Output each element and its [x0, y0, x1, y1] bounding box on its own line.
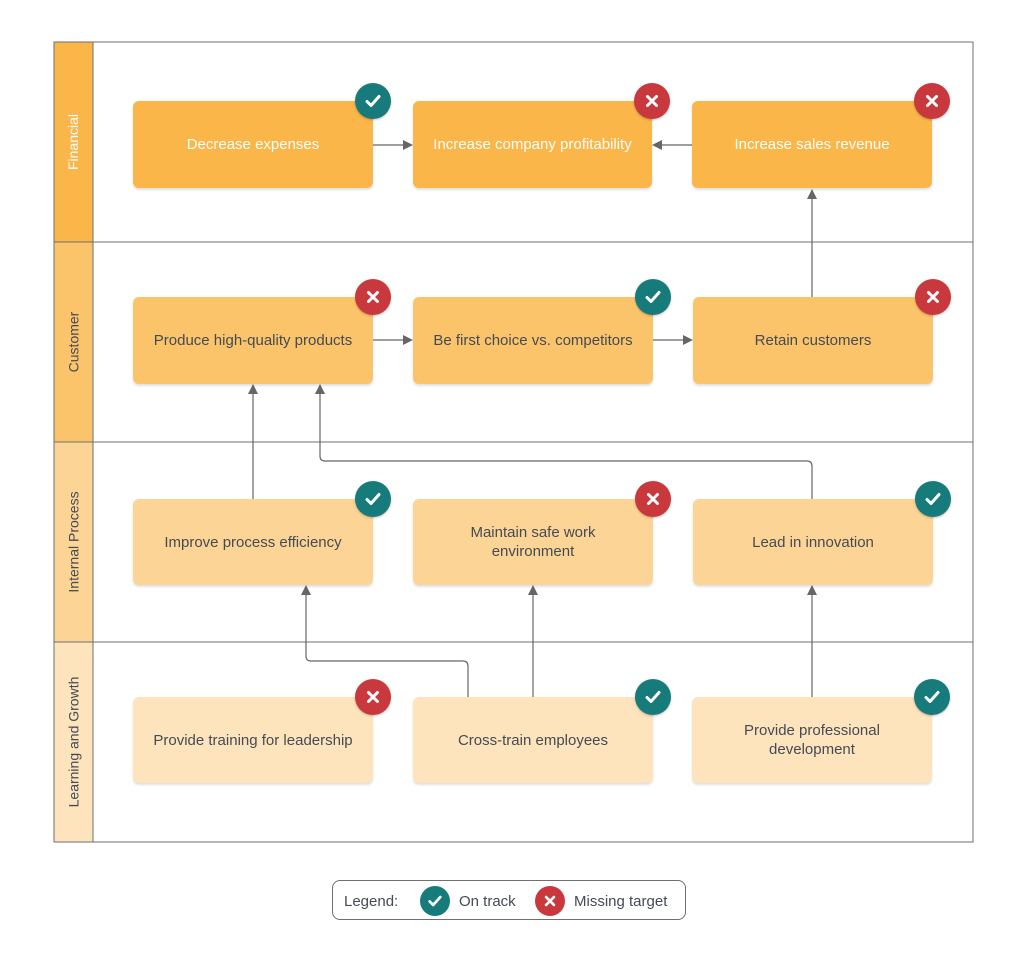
status-missing-target-badge — [634, 83, 670, 119]
objective-be-first-choice[interactable]: Be first choice vs. competitors — [413, 297, 653, 384]
lane-label-customer: Customer — [65, 311, 82, 373]
status-on-track-badge — [914, 679, 950, 715]
check-icon — [365, 493, 381, 505]
status-on-track-badge — [635, 279, 671, 315]
status-missing-target-badge — [635, 481, 671, 517]
objective-provide-training-for-leadership[interactable]: Provide training for leadership — [133, 697, 373, 783]
x-icon — [544, 895, 556, 907]
connector-innovation-to-quality — [315, 384, 813, 499]
objective-retain-customers[interactable]: Retain customers — [693, 297, 933, 384]
x-icon — [926, 95, 938, 107]
check-icon — [365, 95, 381, 107]
legend: Legend: On track Missing target — [332, 880, 686, 920]
x-icon — [927, 291, 939, 303]
x-icon — [367, 291, 379, 303]
lane-label-learning-and-growth: Learning and Growth — [65, 676, 82, 808]
objective-improve-process-efficiency[interactable]: Improve process efficiency — [133, 499, 373, 585]
check-icon — [645, 691, 661, 703]
legend-on-track-label: On track — [459, 892, 516, 910]
objective-increase-company-profitability[interactable]: Increase company profitability — [413, 101, 652, 188]
lane-label-financial-wrap: Financial — [54, 42, 93, 242]
x-icon — [367, 691, 379, 703]
legend-title-item: Legend: — [344, 881, 398, 921]
status-on-track-badge — [635, 679, 671, 715]
lane-header-financial — [54, 42, 93, 242]
status-missing-target-badge — [915, 279, 951, 315]
objective-lead-in-innovation[interactable]: Lead in innovation — [693, 499, 933, 585]
check-icon — [428, 895, 442, 907]
legend-on-track: On track — [420, 881, 516, 921]
lane-label-financial: Financial — [65, 113, 82, 171]
lane-label-learning-wrap: Learning and Growth — [54, 642, 93, 842]
objective-maintain-safe-work-environment[interactable]: Maintain safe work environment — [413, 499, 653, 585]
lane-label-internal-wrap: Internal Process — [54, 442, 93, 642]
lane-header-customer — [54, 242, 93, 442]
status-on-track-badge — [355, 83, 391, 119]
status-missing-target-badge — [355, 279, 391, 315]
status-missing-target-badge — [355, 679, 391, 715]
legend-missing-target-label: Missing target — [574, 892, 668, 910]
status-on-track-badge — [915, 481, 951, 517]
objective-decrease-expenses[interactable]: Decrease expenses — [133, 101, 373, 188]
check-icon — [645, 291, 661, 303]
objective-provide-professional-development[interactable]: Provide professional development — [692, 697, 932, 783]
lane-label-customer-wrap: Customer — [54, 242, 93, 442]
check-icon — [924, 691, 940, 703]
lane-label-internal-process: Internal Process — [65, 491, 82, 593]
legend-missing-target: Missing target — [535, 881, 667, 921]
legend-title: Legend: — [344, 892, 399, 910]
objective-cross-train-employees[interactable]: Cross-train employees — [413, 697, 653, 783]
lane-header-internal — [54, 442, 93, 642]
x-icon — [646, 95, 658, 107]
legend-on-track-badge — [420, 886, 450, 916]
status-on-track-badge — [355, 481, 391, 517]
lane-header-learning — [54, 642, 93, 842]
objective-produce-high-quality-products[interactable]: Produce high-quality products — [133, 297, 373, 384]
objective-increase-sales-revenue[interactable]: Increase sales revenue — [692, 101, 932, 188]
check-icon — [925, 493, 941, 505]
legend-missing-target-badge — [535, 886, 565, 916]
x-icon — [647, 493, 659, 505]
status-missing-target-badge — [914, 83, 950, 119]
connector-cross-train-to-efficiency — [301, 585, 469, 698]
